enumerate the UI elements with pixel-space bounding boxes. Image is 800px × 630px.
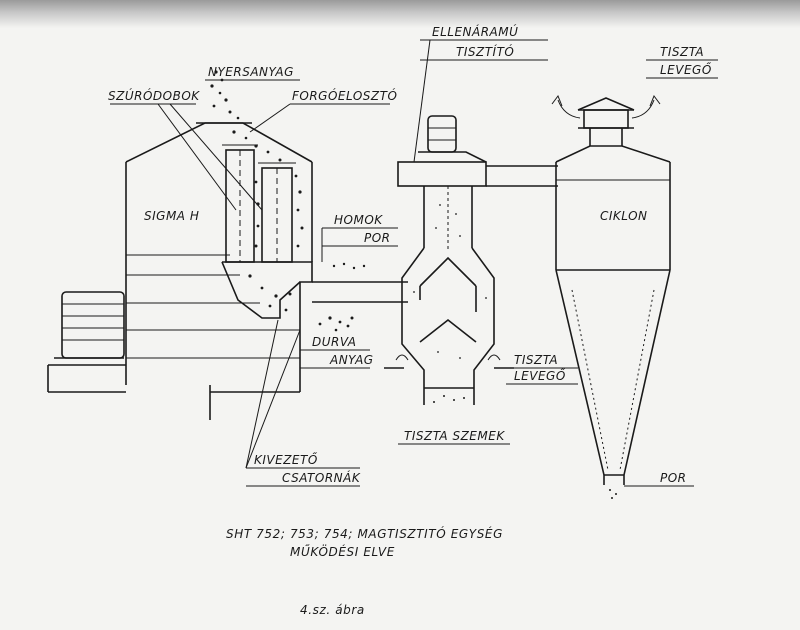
label-levego-mid: LEVEGŐ bbox=[514, 368, 566, 383]
label-levego-top: LEVEGŐ bbox=[660, 62, 712, 77]
label-sigma-h: SIGMA H bbox=[144, 209, 199, 223]
label-nyersanyag: NYERSANYAG bbox=[208, 65, 294, 79]
leader-lines bbox=[110, 39, 718, 487]
labels: NYERSANYAG SZÚRÓDOBOK FORGÓELOSZTÓ ELLEN… bbox=[108, 24, 712, 485]
label-ciklon: CIKLON bbox=[600, 209, 648, 223]
caption: SHT 752; 753; 754; MAGTISZTITÓ EGYSÉG MŰ… bbox=[226, 526, 503, 617]
label-por-bottom: POR bbox=[660, 471, 687, 485]
label-anyag: ANYAG bbox=[329, 353, 374, 367]
counter-flow-cleaner bbox=[384, 115, 558, 405]
caption-line-1: SHT 752; 753; 754; MAGTISZTITÓ EGYSÉG bbox=[226, 526, 503, 541]
label-tiszta-mid: TISZTA bbox=[514, 353, 558, 367]
label-kivezeto: KIVEZETŐ bbox=[254, 452, 318, 467]
label-forgoeloszto: FORGÓELOSZTÓ bbox=[292, 88, 397, 103]
label-tisztito: TISZTÍTÓ bbox=[456, 44, 514, 59]
sigma-h-housing bbox=[47, 122, 313, 420]
material-particles bbox=[210, 70, 366, 332]
label-csatornak: CSATORNÁK bbox=[282, 470, 361, 485]
label-ellenaramu: ELLENÁRAMÚ bbox=[432, 24, 518, 39]
label-szurodobok: SZÚRÓDOBOK bbox=[108, 88, 200, 103]
label-homok: HOMOK bbox=[334, 213, 383, 227]
figure-number: 4.sz. ábra bbox=[300, 603, 365, 617]
motor bbox=[54, 291, 125, 359]
cyclone bbox=[551, 94, 671, 499]
outlet-chamber bbox=[221, 261, 408, 330]
label-durva: DURVA bbox=[312, 335, 356, 349]
label-por-mid: POR bbox=[364, 231, 391, 245]
scan-shadow-band bbox=[0, 0, 800, 28]
label-tiszta-top: TISZTA bbox=[660, 45, 704, 59]
label-tiszta-szemek: TISZTA SZEMEK bbox=[404, 429, 505, 443]
caption-line-2: MŰKÖDÉSI ELVE bbox=[290, 543, 395, 559]
